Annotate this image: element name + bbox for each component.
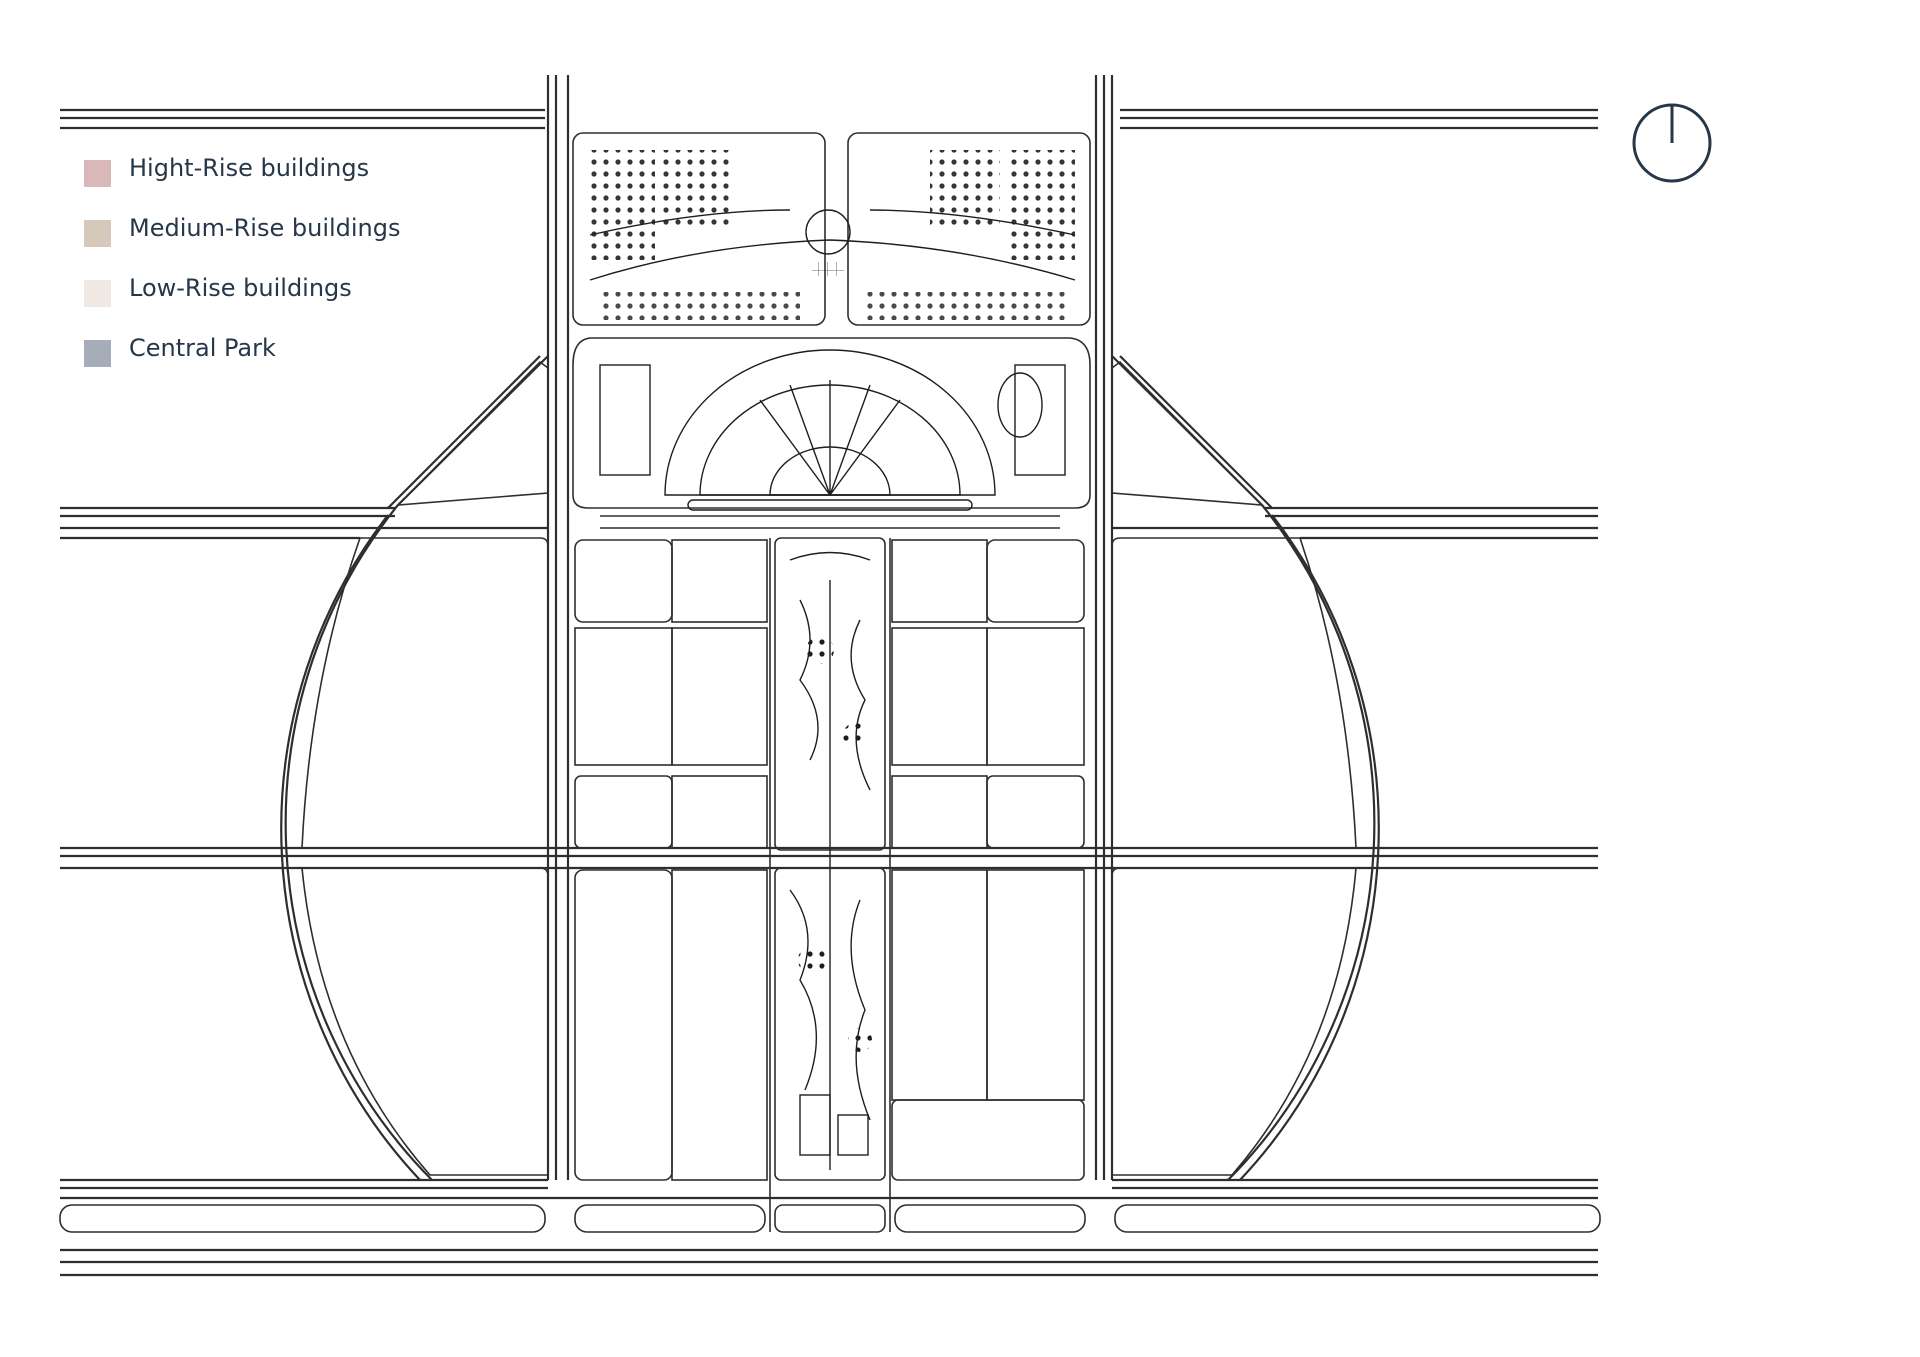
north-arrow-icon	[1632, 103, 1712, 183]
low-rise-zone-west	[301, 360, 549, 1176]
legend-label: Medium-Rise buildings	[129, 214, 401, 242]
low-rise-swatch	[84, 280, 111, 307]
low-rise-block	[1111, 537, 1357, 849]
medium-rise-block	[986, 869, 1085, 1101]
central-park-strip	[774, 537, 886, 1181]
medium-rise-block	[574, 627, 673, 766]
high-rise-swatch	[84, 160, 111, 187]
medium-rise-block	[574, 539, 673, 623]
horizontal-roads	[60, 108, 1598, 1277]
medium-rise-block	[574, 775, 673, 849]
park-block-ne	[847, 132, 1091, 326]
south-edge-blocks	[59, 1204, 1601, 1233]
medium-rise-swatch	[84, 220, 111, 247]
medium-rise-block	[986, 775, 1085, 849]
high-rise-block	[671, 869, 768, 1181]
medium-rise-block	[986, 627, 1085, 766]
legend-label: Central Park	[129, 334, 276, 362]
legend-label: Hight-Rise buildings	[129, 154, 370, 182]
high-rise-block	[891, 627, 988, 766]
vertical-roads	[546, 75, 1114, 1232]
medium-rise-block	[574, 869, 673, 1181]
high-rise-block	[671, 627, 768, 766]
low-rise-block	[301, 537, 549, 849]
park-plaza-block	[572, 337, 1091, 509]
central-park-swatch	[84, 340, 111, 367]
medium-rise-block	[891, 1099, 1085, 1181]
north-central-park	[572, 132, 1091, 511]
medium-rise-block	[986, 539, 1085, 623]
high-rise-block	[891, 869, 988, 1101]
low-rise-block	[1111, 867, 1357, 1176]
park-block-nw	[572, 132, 826, 326]
circular-ring-road	[280, 355, 1380, 1181]
high-rise-block	[891, 775, 988, 849]
high-rise-block	[671, 775, 768, 849]
high-rise-block	[891, 539, 988, 623]
high-rise-block	[671, 539, 768, 623]
mixed-rise-blocks	[574, 539, 1085, 1181]
low-rise-block	[301, 867, 549, 1176]
legend-label: Low-Rise buildings	[129, 274, 352, 302]
road-network	[59, 75, 1601, 1277]
